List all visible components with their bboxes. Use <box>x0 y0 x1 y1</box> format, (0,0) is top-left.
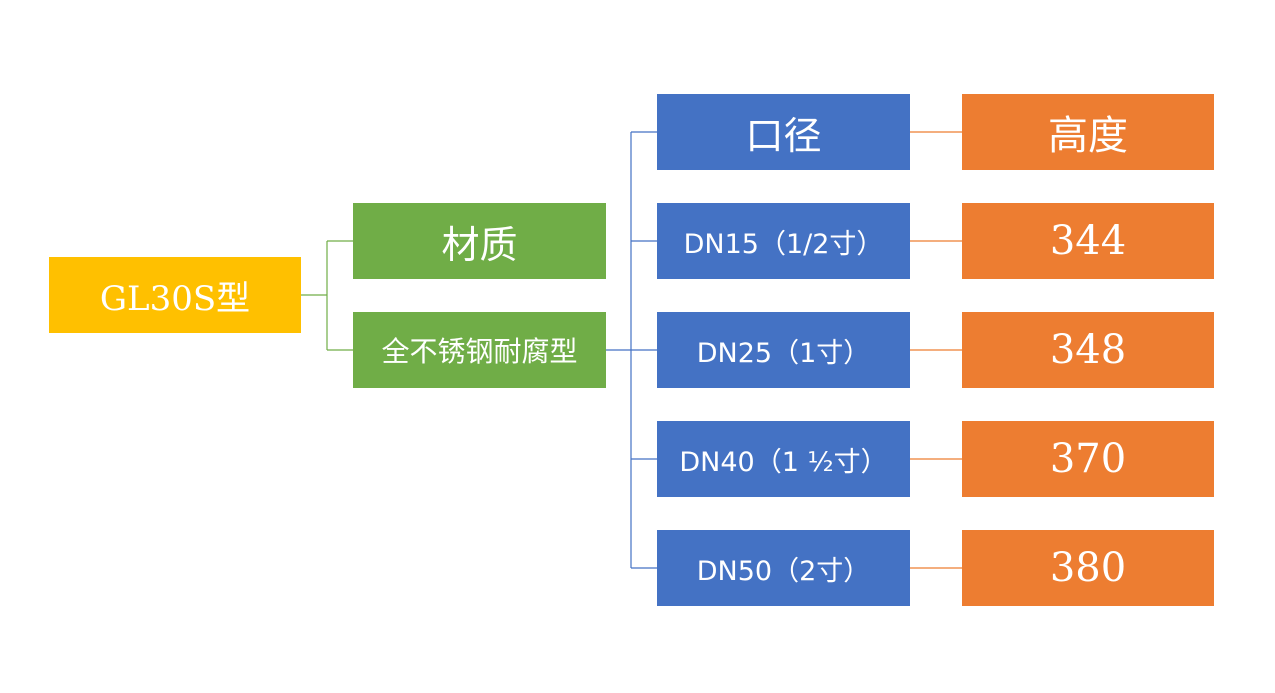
root-node: GL30S型 <box>49 257 301 333</box>
height-value: 344 <box>1049 218 1127 264</box>
height-node-dn15: 344 <box>962 203 1214 279</box>
material-value-node: 全不锈钢耐腐型 <box>353 312 606 388</box>
material-connectors <box>606 131 657 569</box>
size-label: DN15（1/2寸） <box>683 228 884 260</box>
size-header-label: 口径 <box>745 113 822 158</box>
material-header-node: 材质 <box>353 203 606 279</box>
material-value-label: 全不锈钢耐腐型 <box>381 335 578 368</box>
size-node-dn40: DN40（1 ½寸） <box>657 421 910 497</box>
size-header-node: 口径 <box>657 94 910 170</box>
height-value: 370 <box>1049 436 1127 482</box>
size-node-dn50: DN50（2寸） <box>657 530 910 606</box>
root-label: GL30S型 <box>99 278 251 319</box>
height-node-dn50: 380 <box>962 530 1214 606</box>
size-label: DN25（1寸） <box>696 337 871 369</box>
root-connectors <box>301 240 353 351</box>
height-value: 348 <box>1049 327 1127 373</box>
height-node-dn40: 370 <box>962 421 1214 497</box>
material-header-label: 材质 <box>441 222 518 267</box>
size-label: DN40（1 ½寸） <box>679 446 888 478</box>
height-node-dn25: 348 <box>962 312 1214 388</box>
height-header-label: 高度 <box>1048 113 1128 159</box>
size-connectors <box>910 131 962 569</box>
size-node-dn15: DN15（1/2寸） <box>657 203 910 279</box>
size-node-dn25: DN25（1寸） <box>657 312 910 388</box>
size-label: DN50（2寸） <box>696 555 871 587</box>
height-header-node: 高度 <box>962 94 1214 170</box>
height-value: 380 <box>1049 545 1127 591</box>
